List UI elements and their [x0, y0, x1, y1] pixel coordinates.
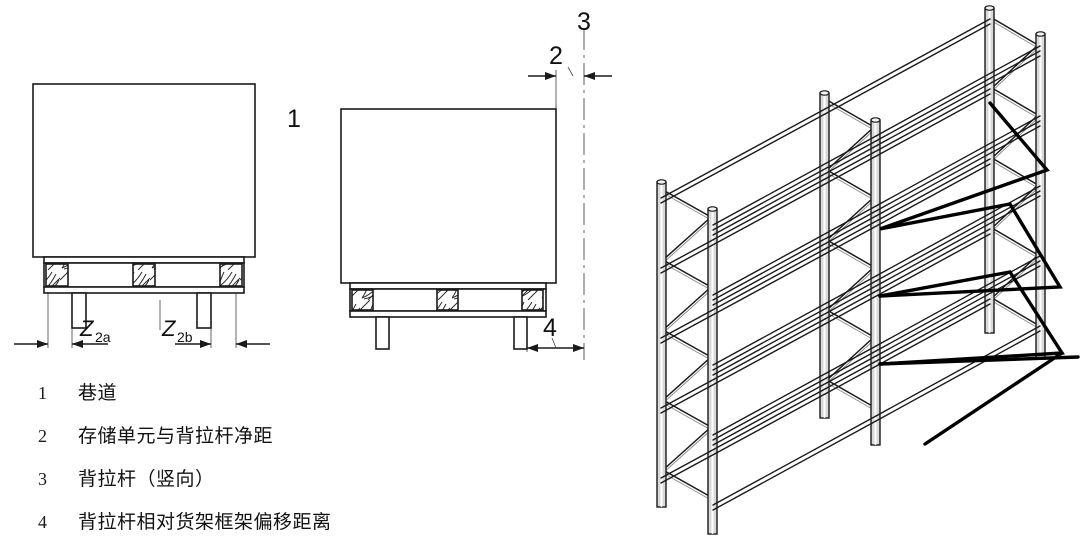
upright-middle-front [870, 117, 881, 446]
pallet-top-deck-left [43, 256, 245, 264]
rack-frame-left [656, 179, 718, 535]
legend-label-2: 存储单元与背拉杆净距 [78, 425, 274, 447]
legend-label-3: 背拉杆（竖向） [78, 468, 215, 490]
legend-key-1: 1 [38, 383, 47, 403]
callout-2-clearance: 2 [549, 42, 563, 70]
dimension-label-z2b: Z 2b [161, 316, 193, 345]
callout-3-tie-vertical: 3 [577, 8, 591, 36]
upright-left-front [707, 206, 718, 535]
legend-key-2: 2 [38, 426, 47, 446]
back-tie-diagonal-lower [923, 351, 1064, 446]
legend-item-2: 2 存储单元与背拉杆净距 [38, 421, 598, 464]
dim-clearance-2 [528, 66, 612, 80]
z2a-symbol: Z [79, 316, 95, 341]
pallet-bottom-deck-right [349, 310, 547, 318]
legend-key-3: 3 [38, 469, 47, 489]
legend-item-4: 4 背拉杆相对货架框架偏移距离 [38, 507, 598, 550]
beams-rear-left-bay [660, 108, 826, 484]
z2b-symbol: Z [161, 316, 177, 341]
pallet-block-left-2 [132, 263, 156, 287]
legend-label-4: 背拉杆相对货架框架偏移距离 [78, 511, 332, 533]
pallet-top-deck-right [349, 282, 547, 290]
rack-beams-left-bay [660, 108, 877, 511]
upright-right-rear [984, 5, 995, 334]
legend-item-3: 3 背拉杆（竖向） [38, 464, 598, 507]
pallet-block-right-3 [521, 289, 544, 311]
pallet-block-left-1 [45, 263, 69, 287]
pallet-leg-left-2 [196, 292, 212, 329]
z2b-subscript: 2b [177, 329, 193, 345]
pallet-leg-left-1 [71, 292, 87, 329]
upright-middle-rear [819, 90, 830, 419]
leader-line-offset [551, 337, 557, 349]
storage-unit-box-left [32, 83, 256, 258]
right-pallet-view [340, 70, 557, 352]
frame-middle-bracing [826, 99, 875, 411]
back-tie-rods [878, 101, 1080, 446]
beams-rear-right-bay [824, 18, 991, 395]
back-tie-horizontal-lower [878, 355, 1080, 366]
dimension-label-z2a: Z 2a [79, 316, 111, 345]
legend-item-1: 1 巷道 [38, 378, 598, 421]
pallet-leg-right-2 [513, 316, 528, 350]
back-tie-zigzag-middle [878, 270, 1065, 366]
callout-4-offset: 4 [543, 314, 557, 342]
legend-key-4: 4 [38, 512, 47, 532]
beams-front-left-bay [712, 135, 877, 511]
pallet-block-right-1 [351, 289, 374, 311]
isometric-rack-assembly [656, 5, 1080, 535]
callout-1-aisle: 1 [287, 105, 301, 133]
upright-right-front [1035, 31, 1046, 360]
back-tie-zigzag-upper [878, 101, 1063, 298]
rack-beams-right-bay [824, 18, 1041, 422]
pallet-leg-right-1 [375, 316, 390, 350]
storage-unit-box-right [340, 108, 557, 284]
pallet-block-right-2 [436, 289, 459, 311]
frame-left-bracing [662, 189, 712, 501]
leader-line-clearance [567, 66, 574, 77]
left-pallet-view [14, 83, 270, 348]
upright-left-rear [656, 179, 667, 508]
dim-offset-4 [527, 337, 584, 352]
pallet-bottom-deck-left [43, 286, 245, 294]
rack-frame-middle [819, 90, 881, 446]
legend: 1 巷道 2 存储单元与背拉杆净距 3 背拉杆（竖向） 4 背拉杆相对货架框架偏… [38, 378, 598, 550]
legend-label-1: 巷道 [78, 382, 118, 404]
z2a-subscript: 2a [95, 329, 111, 345]
pallet-block-left-3 [219, 263, 243, 287]
